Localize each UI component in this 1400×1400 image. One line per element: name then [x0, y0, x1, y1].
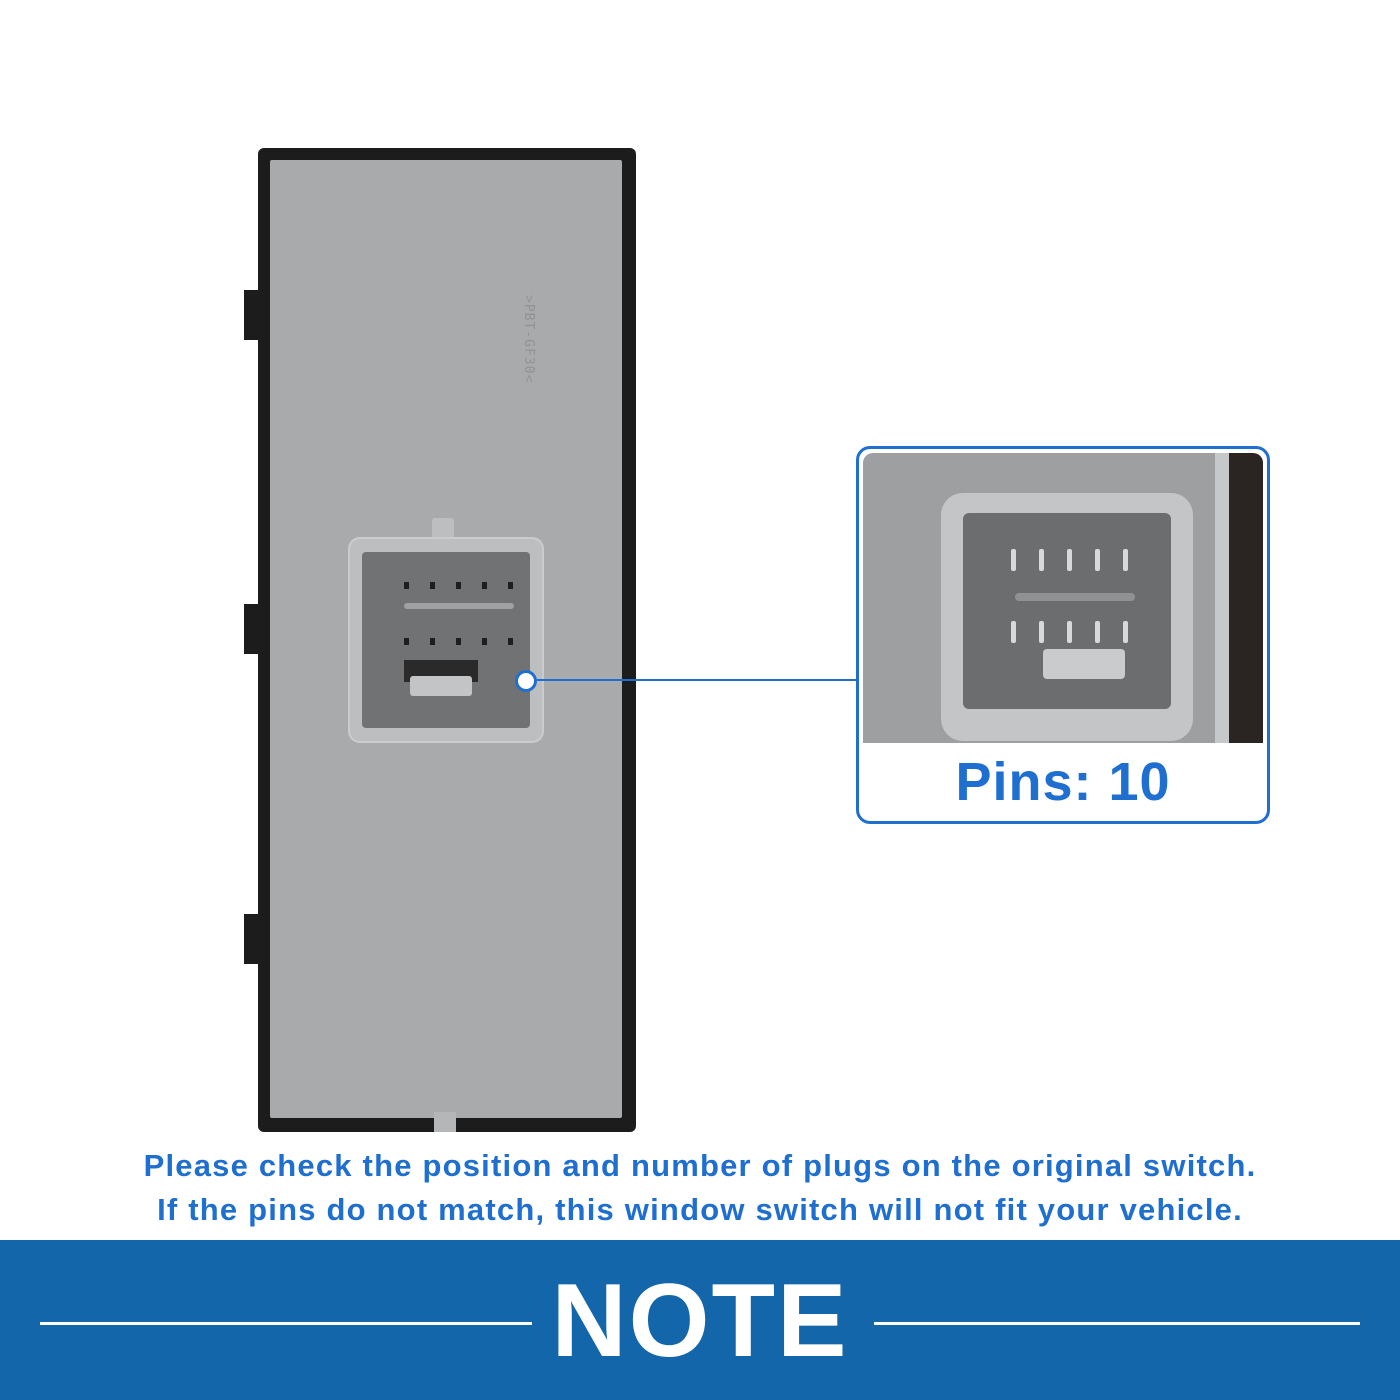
note-banner: [0, 1240, 1400, 1400]
banner-title: NOTE: [551, 1263, 849, 1379]
zoom-connector-clip: [1043, 649, 1125, 679]
pins-count-label: Pins: 10: [955, 752, 1171, 812]
connector-latch: [432, 518, 454, 540]
zoom-pin: [1095, 549, 1100, 571]
zoom-switch-edge: [1215, 453, 1229, 743]
connector-key-bar: [404, 603, 514, 609]
callout-leader-line: [537, 679, 857, 681]
note-line-1: Please check the position and number of …: [143, 1148, 1257, 1183]
banner-rule-right: [874, 1322, 1360, 1325]
connector-pin: [482, 638, 487, 645]
connector-pin: [430, 638, 435, 645]
clip-tab: [622, 296, 636, 346]
zoom-pin: [1067, 549, 1072, 571]
zoom-key-bar: [1015, 593, 1135, 601]
callout-marker: [515, 670, 537, 692]
connector-zoom-image: [863, 453, 1263, 743]
pins-callout: Pins: 10: [856, 446, 1270, 824]
connector-pin: [430, 582, 435, 589]
bottom-notch: [434, 1112, 456, 1132]
zoom-pin: [1067, 621, 1072, 643]
zoom-pin: [1039, 621, 1044, 643]
zoom-pin: [1011, 621, 1016, 643]
zoom-pin: [1123, 621, 1128, 643]
connector-clip: [410, 676, 472, 696]
connector-pin: [404, 638, 409, 645]
clip-tab: [622, 604, 636, 654]
zoom-pin: [1039, 549, 1044, 571]
banner-rule-left: [40, 1322, 532, 1325]
note-text: Please check the position and number of …: [0, 1144, 1400, 1232]
connector-cavity: [362, 552, 530, 728]
connector-pin: [508, 638, 513, 645]
zoom-connector-cavity: [963, 513, 1171, 709]
clip-tab: [244, 914, 258, 964]
connector-pin: [404, 582, 409, 589]
connector-pin: [482, 582, 487, 589]
connector-pin: [456, 582, 461, 589]
connector-pin: [456, 638, 461, 645]
zoom-switch-frame: [1229, 453, 1263, 743]
clip-tab: [244, 290, 258, 340]
connector-pin: [508, 582, 513, 589]
zoom-pin: [1123, 549, 1128, 571]
clip-tab: [244, 604, 258, 654]
note-line-2: If the pins do not match, this window sw…: [157, 1192, 1243, 1227]
zoom-pin: [1011, 549, 1016, 571]
molded-marking: >PBT-GF30<: [521, 295, 536, 384]
clip-tab: [622, 914, 636, 964]
zoom-pin: [1095, 621, 1100, 643]
